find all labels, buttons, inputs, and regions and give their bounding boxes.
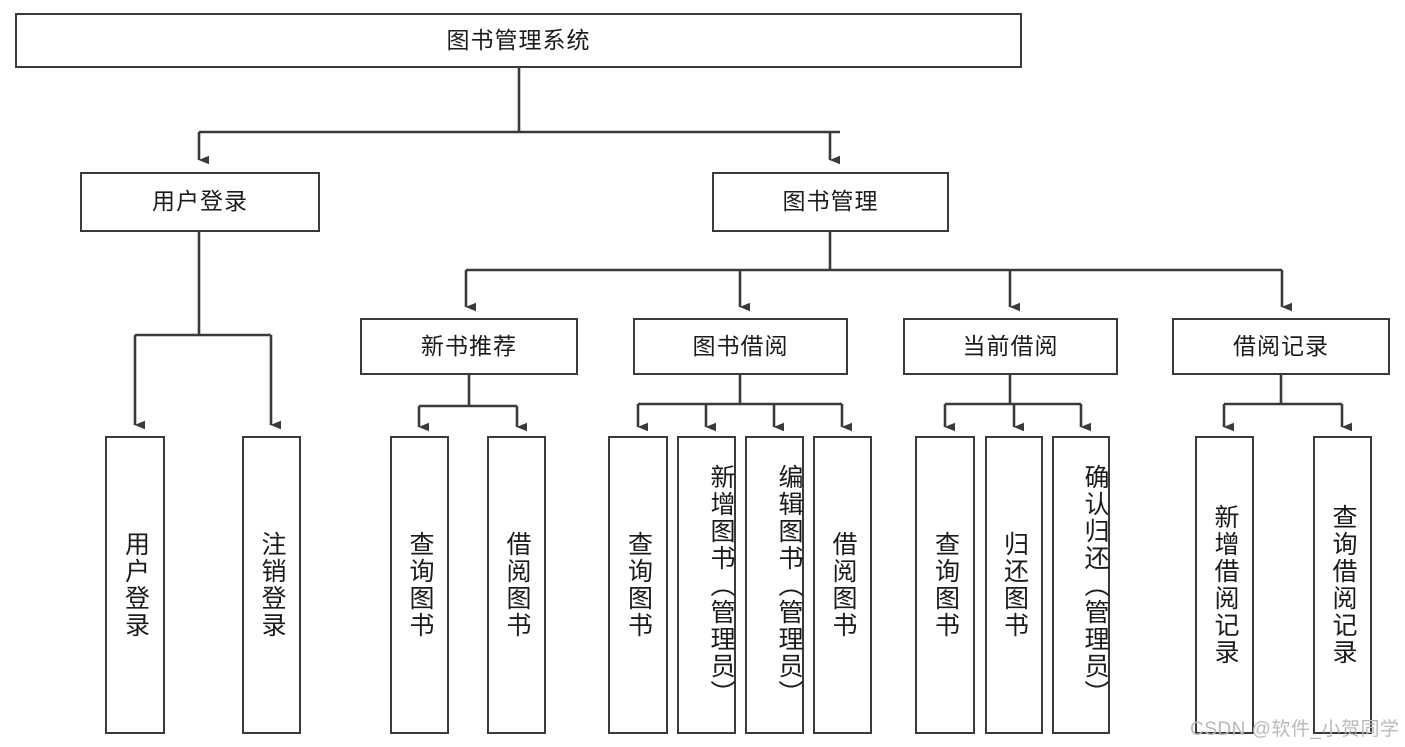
node-book-management-system[interactable]: 图书管理系统 [15,13,1022,68]
node-label: 归还图书 [1000,531,1029,639]
leaf-borrow-book-borrow[interactable]: 借阅图书 [813,436,872,734]
node-label: 新增图书（管理员） [707,463,735,707]
csdn-watermark: CSDN @软件_小贺同学 [1190,719,1400,740]
node-current-borrow[interactable]: 当前借阅 [903,318,1118,375]
node-book-borrow[interactable]: 图书借阅 [633,318,848,375]
node-book-management[interactable]: 图书管理 [712,172,949,232]
node-label: 查询图书 [624,531,653,639]
leaf-logout-login[interactable]: 注销登录 [242,436,301,734]
node-label: 图书管理系统 [446,26,591,53]
node-label: 用户登录 [121,531,150,639]
node-label: 确认归还（管理员） [1081,463,1109,707]
leaf-confirm-return-admin[interactable]: 确认归还（管理员） [1052,436,1110,734]
leaf-add-borrow-record[interactable]: 新增借阅记录 [1195,436,1254,734]
leaf-query-book-current[interactable]: 查询图书 [915,436,975,734]
leaf-add-book-admin[interactable]: 新增图书（管理员） [677,436,736,734]
node-label: 图书管理 [782,188,879,215]
node-label: 查询图书 [931,531,960,639]
leaf-query-book-borrow[interactable]: 查询图书 [608,436,668,734]
leaf-edit-book-admin[interactable]: 编辑图书（管理员） [745,436,804,734]
leaf-query-book-recommend[interactable]: 查询图书 [390,436,449,734]
leaf-borrow-book-recommend[interactable]: 借阅图书 [487,436,546,734]
node-label: 注销登录 [258,531,286,639]
leaf-query-borrow-record[interactable]: 查询借阅记录 [1313,436,1372,734]
node-borrow-record[interactable]: 借阅记录 [1172,318,1390,375]
node-label: 查询借阅记录 [1329,504,1357,666]
node-label: 新增借阅记录 [1211,504,1239,666]
node-label: 当前借阅 [962,332,1059,359]
leaf-user-login[interactable]: 用户登录 [105,436,165,734]
node-label: 编辑图书（管理员） [775,463,803,707]
node-label: 图书借阅 [692,332,789,359]
node-label: 用户登录 [152,188,248,215]
node-user-login[interactable]: 用户登录 [80,172,320,232]
node-label: 借阅图书 [829,531,857,639]
node-label: 借阅图书 [503,531,531,639]
node-label: 借阅记录 [1233,332,1329,359]
node-label: 新书推荐 [421,332,517,359]
node-new-book-recommend[interactable]: 新书推荐 [360,318,578,375]
node-label: 查询图书 [406,531,434,639]
leaf-return-book[interactable]: 归还图书 [985,436,1043,734]
